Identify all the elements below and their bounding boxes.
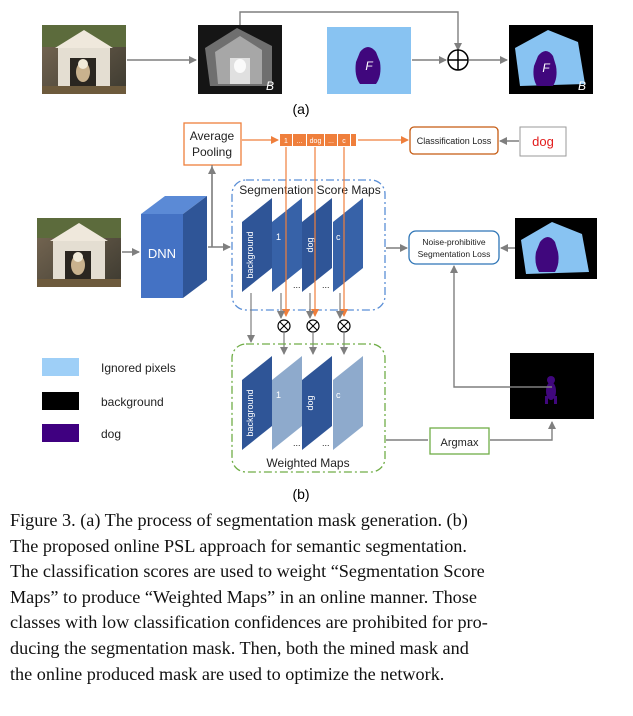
vector-cell-c: c (342, 138, 346, 145)
weighted-map-1-label: 1 (276, 390, 281, 400)
legend-swatch-dog (42, 424, 79, 442)
mask-b-label: B (578, 79, 586, 93)
arrow-b-to-plus (239, 11, 462, 51)
average-pooling-box: Average Pooling (183, 122, 242, 166)
vector-cell-ellipsis-2: ... (328, 138, 334, 145)
online-mask-image (510, 353, 594, 419)
caption-line-5: classes with low classification confiden… (10, 612, 488, 633)
weighted-map-dog (302, 356, 332, 450)
dnn-label: DNN (148, 246, 176, 261)
input-photo-b (37, 218, 121, 287)
weighted-map-1 (272, 356, 302, 450)
legend-swatch-ignored (42, 358, 79, 376)
weighted-map-c-label: c (336, 390, 341, 400)
class-score-vector: 1 ... dog ... c (280, 134, 356, 146)
panel-b-label: (b) (292, 486, 309, 502)
score-map-dog (302, 198, 332, 292)
weighted-map-c (333, 356, 363, 450)
figure-diagram: B F F B (a) Average Pooling 1 ... d (37, 11, 597, 502)
score-map-dog-label: dog (305, 237, 315, 252)
noise-loss-line1: Noise-prohibitive (422, 237, 486, 247)
gt-label: dog (532, 134, 554, 149)
map-f-label: F (365, 59, 373, 73)
gt-label-box: dog (519, 126, 567, 157)
dnn-block: DNN (141, 196, 207, 298)
argmax-box: Argmax (429, 427, 490, 455)
weighted-map-background-label: background (245, 389, 255, 436)
argmax-label: Argmax (441, 437, 479, 449)
classification-loss-box: Classification Loss (409, 126, 499, 155)
legend: Ignored pixels background dog (42, 358, 176, 442)
avg-pooling-line1: Average (190, 129, 235, 143)
input-photo-a (42, 25, 126, 94)
background-score-map-a: B (198, 25, 282, 94)
caption-line-2: The proposed online PSL approach for sem… (10, 535, 467, 556)
weighted-map-dog-label: dog (305, 395, 315, 410)
avg-pooling-line2: Pooling (192, 145, 232, 159)
score-maps-group: Segmentation Score Maps background 1 dog… (231, 179, 386, 311)
map-b-label: B (266, 79, 274, 93)
mined-mask-image (515, 218, 597, 279)
score-map-ellipsis-2: ... (322, 280, 330, 290)
score-map-1-label: 1 (276, 232, 281, 242)
vector-cell-ellipsis-1: ... (297, 138, 303, 145)
multiply-nodes (277, 319, 351, 333)
noise-prohibitive-loss-box: Noise-prohibitive Segmentation Loss (408, 230, 500, 265)
legend-label-background: background (101, 395, 164, 409)
weighted-map-background (242, 356, 272, 450)
figure-caption: Figure 3. (a) The process of segmentatio… (10, 508, 625, 687)
mask-f-label: F (542, 61, 550, 75)
weighted-map-ellipsis-1: ... (293, 438, 301, 448)
legend-swatch-background (42, 392, 79, 410)
arrow-argmax-to-mask (490, 421, 556, 441)
score-map-1 (272, 198, 302, 292)
score-map-ellipsis-1: ... (293, 280, 301, 290)
weighted-maps-group: background 1 dog c ... ... Weighted Maps (231, 343, 386, 473)
vector-cell-1: 1 (284, 138, 288, 145)
panel-a-label: (a) (292, 101, 309, 117)
noise-loss-line2: Segmentation Loss (418, 249, 491, 259)
score-map-c (333, 198, 363, 292)
caption-line-6: ducing the segmentation mask. Then, both… (10, 637, 469, 658)
score-map-c-label: c (336, 232, 341, 242)
caption-line-7: the online produced mask are used to opt… (10, 663, 445, 684)
combined-mask-a: F B (509, 25, 593, 94)
caption-line-3: The classification scores are used to we… (10, 561, 485, 582)
weighted-map-ellipsis-2: ... (322, 438, 330, 448)
score-map-background-label: background (245, 231, 255, 278)
caption-line-4: Maps” to produce “Weighted Maps” in an o… (10, 586, 477, 607)
legend-label-dog: dog (101, 427, 121, 441)
score-maps-title: Segmentation Score Maps (239, 183, 380, 197)
arrow-mask-to-noise-loss (450, 265, 552, 388)
classification-loss-label: Classification Loss (417, 136, 492, 146)
legend-label-ignored: Ignored pixels (101, 361, 176, 375)
weighted-maps-title: Weighted Maps (266, 456, 349, 470)
vector-cell-dog: dog (310, 138, 322, 145)
foreground-score-map-a: F (327, 27, 411, 94)
score-map-background (242, 198, 272, 292)
caption-line-1: Figure 3. (a) The process of segmentatio… (10, 510, 468, 530)
